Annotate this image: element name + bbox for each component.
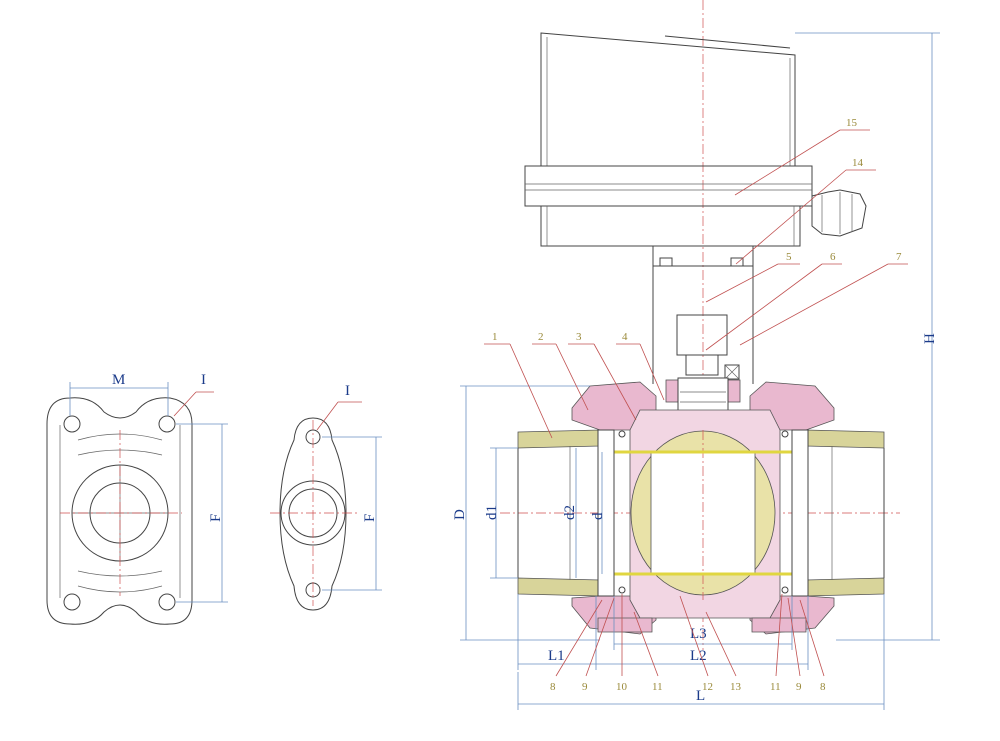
part-11-right: 11 (770, 681, 781, 693)
oval-flange-outline (279, 417, 347, 611)
label-M: M (112, 372, 125, 388)
oval-flange-view: I F (270, 383, 382, 611)
bolt-hole (63, 415, 81, 433)
label-L1: L1 (548, 648, 565, 664)
bolt-hole (158, 593, 176, 611)
bolt-hole (63, 593, 81, 611)
o-ring (781, 586, 789, 594)
actuator-housing (524, 32, 867, 247)
square-flange-view: M I F (46, 372, 228, 625)
end-left-top (517, 429, 601, 449)
bottom-part-leaders (555, 593, 825, 677)
label-F: F (208, 514, 224, 522)
part-14: 14 (852, 157, 864, 169)
o-ring (618, 586, 626, 594)
part-10: 10 (616, 681, 628, 693)
label-L: L (696, 688, 705, 704)
part-9-right: 9 (796, 681, 802, 693)
part-13: 13 (730, 681, 742, 693)
label-I: I (201, 372, 206, 388)
label-L3: L3 (690, 626, 707, 642)
part-3: 3 (576, 331, 582, 343)
cable-gland (811, 189, 867, 237)
end-right-top (805, 429, 885, 449)
union-right (791, 429, 809, 597)
top-part-leaders (484, 129, 908, 439)
part-2: 2 (538, 331, 544, 343)
part-9-left: 9 (582, 681, 588, 693)
label-d2: d2 (562, 505, 578, 520)
part-8-left: 8 (550, 681, 556, 693)
part-8-right: 8 (820, 681, 826, 693)
flange-outline (46, 397, 193, 625)
coupling (676, 314, 728, 356)
label-d: d (590, 512, 606, 520)
label-D: D (452, 509, 468, 520)
part-7: 7 (896, 251, 902, 263)
bolt-hole (158, 415, 176, 433)
part-15: 15 (846, 117, 858, 129)
end-right-bottom (805, 577, 885, 597)
part-5: 5 (786, 251, 792, 263)
part-6: 6 (830, 251, 836, 263)
label-F-oval: F (362, 514, 378, 522)
section-view: H D d1 d2 d L3 L2 L1 L (452, 0, 940, 710)
end-left-bottom (517, 577, 601, 597)
label-I-oval: I (345, 383, 350, 399)
part-12: 12 (702, 681, 713, 693)
mounting-bracket (652, 245, 754, 384)
label-d1: d1 (484, 505, 500, 520)
o-ring (781, 430, 789, 438)
part-1: 1 (492, 331, 498, 343)
part-11-left: 11 (652, 681, 663, 693)
part-4: 4 (622, 331, 628, 343)
bolt-strip-left (597, 617, 653, 633)
label-L2: L2 (690, 648, 707, 664)
label-H: H (922, 333, 938, 344)
o-ring (618, 430, 626, 438)
